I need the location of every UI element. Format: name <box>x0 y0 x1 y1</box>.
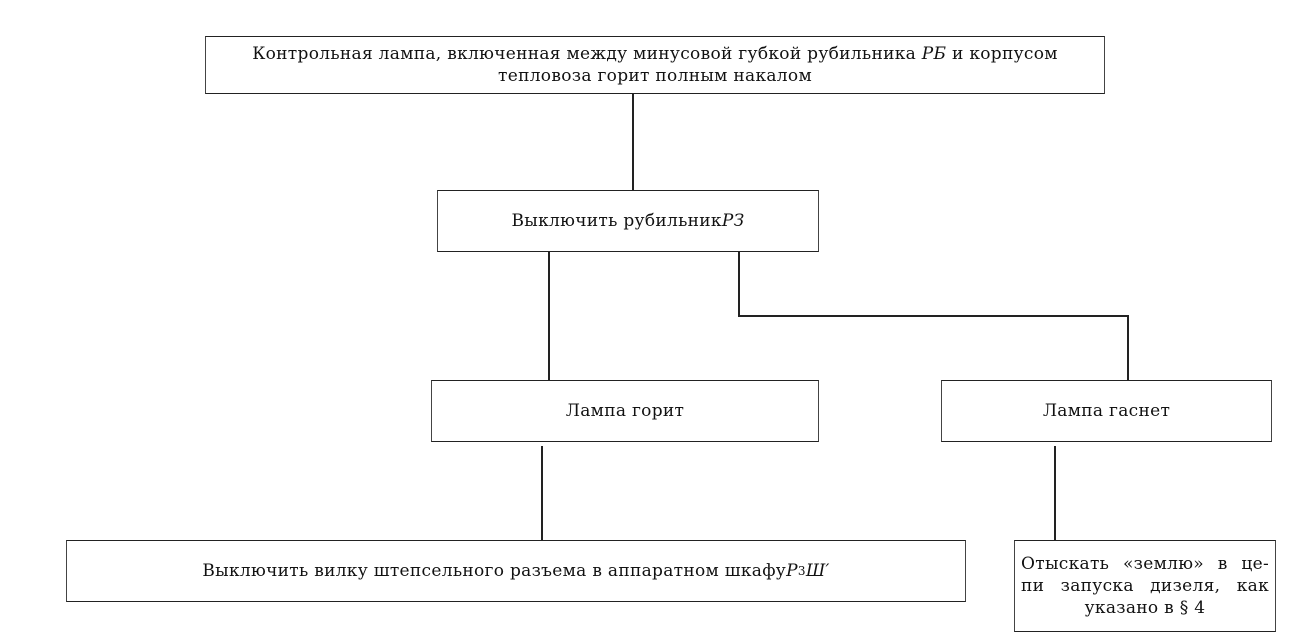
node-find-ground-line2: пи запуска дизеля, как <box>1021 576 1269 596</box>
connector-switch-to-lamp-on <box>548 252 550 380</box>
connector-switch-to-lamp-off-drop <box>1127 315 1129 380</box>
connector-lamp-off-to-find-ground <box>1054 446 1056 540</box>
node-find-ground: Отыскать «землю» в це- пи запуска дизеля… <box>1014 540 1276 632</box>
connector-lamp-on-to-unplug <box>541 446 543 540</box>
node-switch-off-rz: Выключить рубильник РЗ <box>437 190 819 252</box>
node-start: Контрольная лампа, включенная между мину… <box>205 36 1105 94</box>
connector-switch-to-lamp-off-across <box>738 315 1128 317</box>
node-lamp-off: Лампа гаснет <box>941 380 1272 442</box>
node-start-line2: тепловоза горит полным накалом <box>498 66 812 86</box>
node-lamp-on: Лампа горит <box>431 380 819 442</box>
node-find-ground-line3: указано в § 4 <box>1084 598 1206 618</box>
connector-switch-to-lamp-off-down <box>738 252 740 316</box>
node-unplug: Выключить вилку штепсельного разъема в а… <box>66 540 966 602</box>
connector-start-to-switch <box>632 94 634 190</box>
node-find-ground-line1: Отыскать «землю» в це- <box>1021 554 1269 574</box>
node-start-line1: Контрольная лампа, включенная между мину… <box>252 44 1058 64</box>
